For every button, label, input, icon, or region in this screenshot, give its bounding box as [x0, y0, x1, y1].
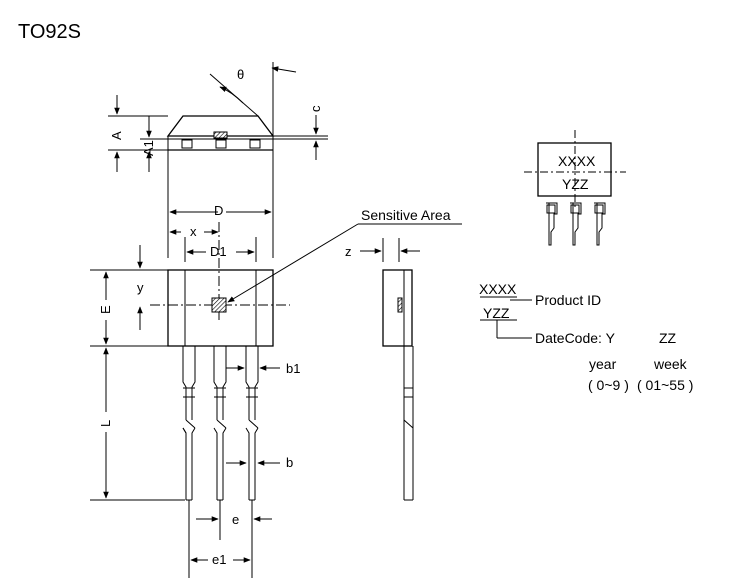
- theta-label: θ: [237, 67, 244, 82]
- dim-a-label: A: [109, 131, 124, 140]
- marking-line-1: XXXX: [558, 153, 596, 169]
- dim-b-label: b: [286, 455, 293, 470]
- week-label: week: [653, 356, 688, 372]
- sensitive-area-label: Sensitive Area: [361, 207, 451, 223]
- week-range-label: ( 01~55 ): [637, 377, 693, 393]
- dim-e1-label: e1: [212, 552, 226, 567]
- marking-view: [524, 130, 626, 246]
- year-range-label: ( 0~9 ): [588, 377, 629, 393]
- side-view: [360, 238, 420, 501]
- page-title: TO92S: [18, 21, 81, 43]
- dim-z-label: z: [345, 244, 352, 259]
- year-label: year: [589, 356, 617, 372]
- dim-y-label: y: [137, 280, 144, 295]
- datecode-label: DateCode: Y: [535, 330, 616, 346]
- dim-e-label: E: [98, 305, 113, 314]
- dim-b1-label: b1: [286, 361, 300, 376]
- marking-line-2: YZZ: [562, 176, 589, 192]
- top-view: [108, 62, 328, 258]
- product-id-label: Product ID: [535, 292, 601, 308]
- dim-c-label: c: [308, 105, 323, 112]
- marking-legend: [480, 296, 532, 339]
- legend-code-1: XXXX: [479, 281, 517, 297]
- legend-code-2: YZZ: [483, 305, 510, 321]
- dim-e-pitch-label: e: [232, 512, 239, 527]
- dim-d-label: D: [214, 203, 223, 218]
- dim-d1-label: D1: [210, 244, 227, 259]
- dim-l-label: L: [98, 420, 113, 427]
- dim-a1-label: A1: [141, 140, 156, 156]
- dim-x-label: x: [190, 224, 197, 239]
- front-view: [90, 209, 462, 578]
- zz-label: ZZ: [659, 330, 677, 346]
